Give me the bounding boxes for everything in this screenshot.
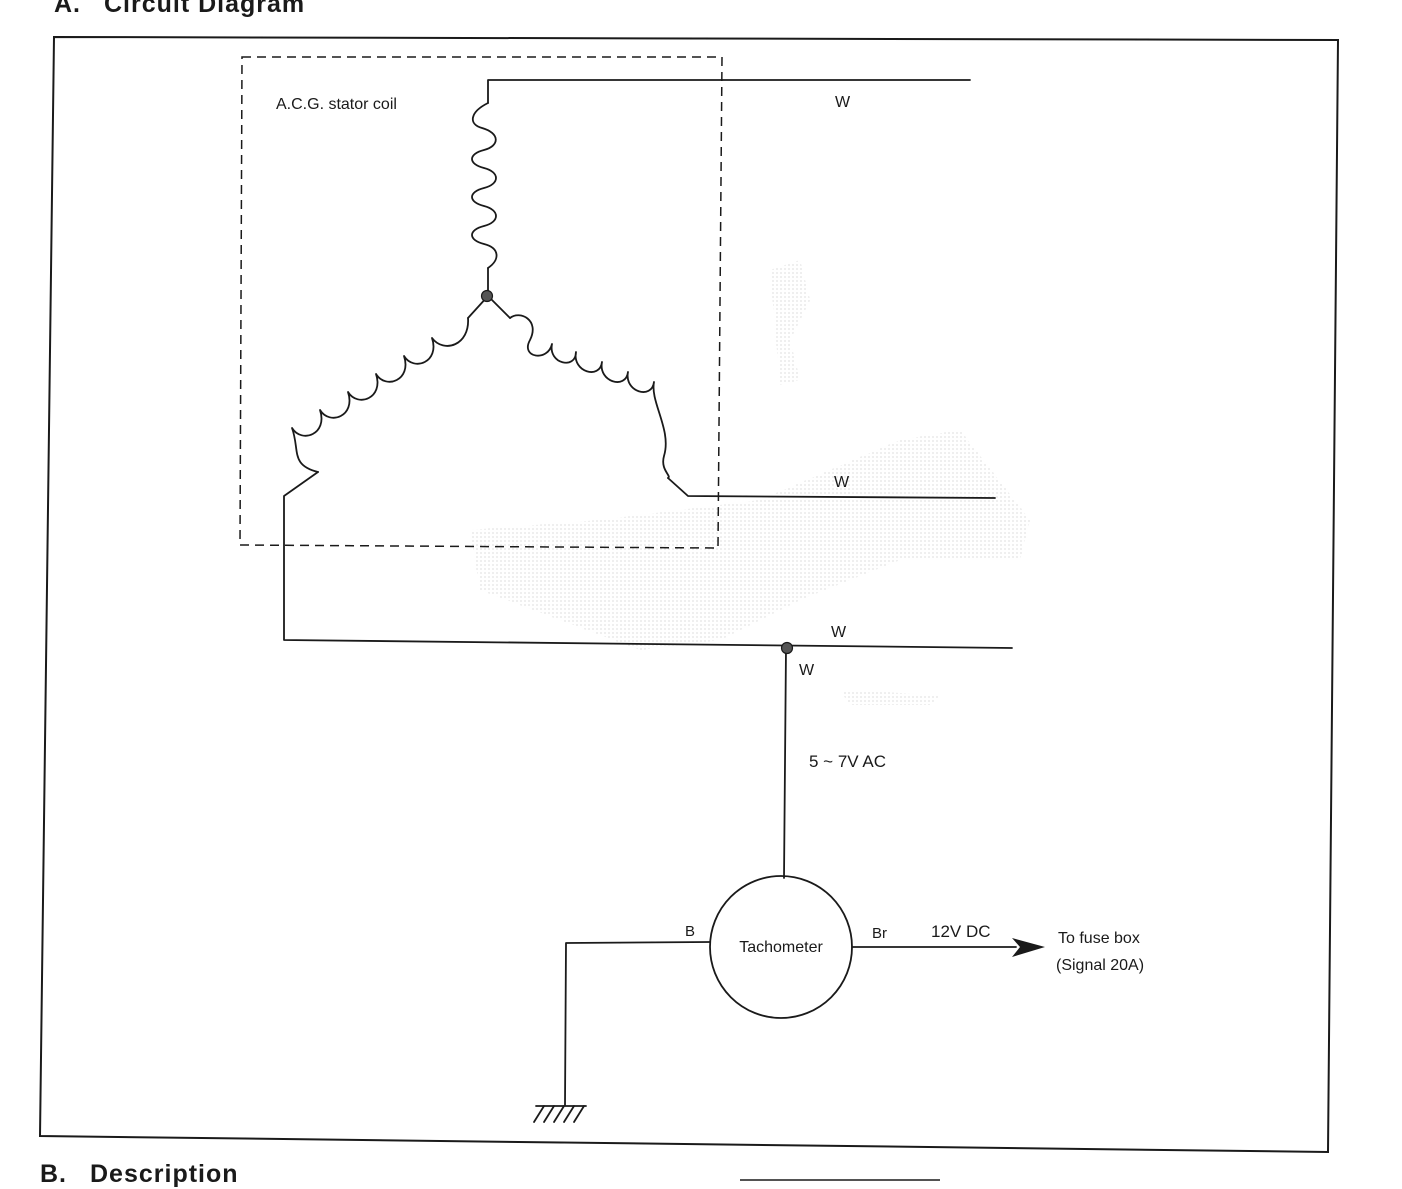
tachometer-label: Tachometer <box>739 939 823 956</box>
diagram-frame <box>38 35 1340 1154</box>
coil-right <box>509 314 670 479</box>
wire-tap <box>783 647 787 879</box>
wire-right-out <box>667 477 996 499</box>
stator-enclosure <box>239 56 723 549</box>
section-b-title: Description <box>90 1160 239 1188</box>
section-b-prefix: B. <box>40 1160 67 1188</box>
wire-bottom-label: W <box>831 624 847 641</box>
wire-left-down <box>283 471 1013 649</box>
ground-hatch <box>533 1105 585 1123</box>
wire-ground <box>564 941 711 1106</box>
coil-top <box>471 102 498 269</box>
star-junction <box>480 289 494 303</box>
wire-top <box>487 79 971 104</box>
section-b-heading: B. Description <box>40 1160 239 1189</box>
section-a-title: Circuit Diagram <box>104 0 306 18</box>
voltage-ac-label: 5 ~ 7V AC <box>809 752 886 771</box>
wire-tap-label: W <box>799 662 815 679</box>
wire-top-label: W <box>835 94 851 111</box>
stator-label: A.C.G. stator coil <box>276 96 397 113</box>
wire-middle-label: W <box>834 474 850 491</box>
tap-junction <box>780 641 794 655</box>
section-a-heading: A. Circuit Diagram <box>54 0 305 19</box>
destination-line2: (Signal 20A) <box>1056 957 1144 974</box>
ground-wire-label: B <box>685 923 695 940</box>
section-a-prefix: A. <box>54 0 81 18</box>
voltage-dc-label: 12V DC <box>931 922 991 941</box>
scan-smudge <box>470 260 1030 705</box>
coil-left <box>291 317 469 473</box>
arrow-icon <box>1012 938 1045 957</box>
output-wire-label: Br <box>872 925 887 942</box>
destination-line1: To fuse box <box>1058 930 1140 947</box>
